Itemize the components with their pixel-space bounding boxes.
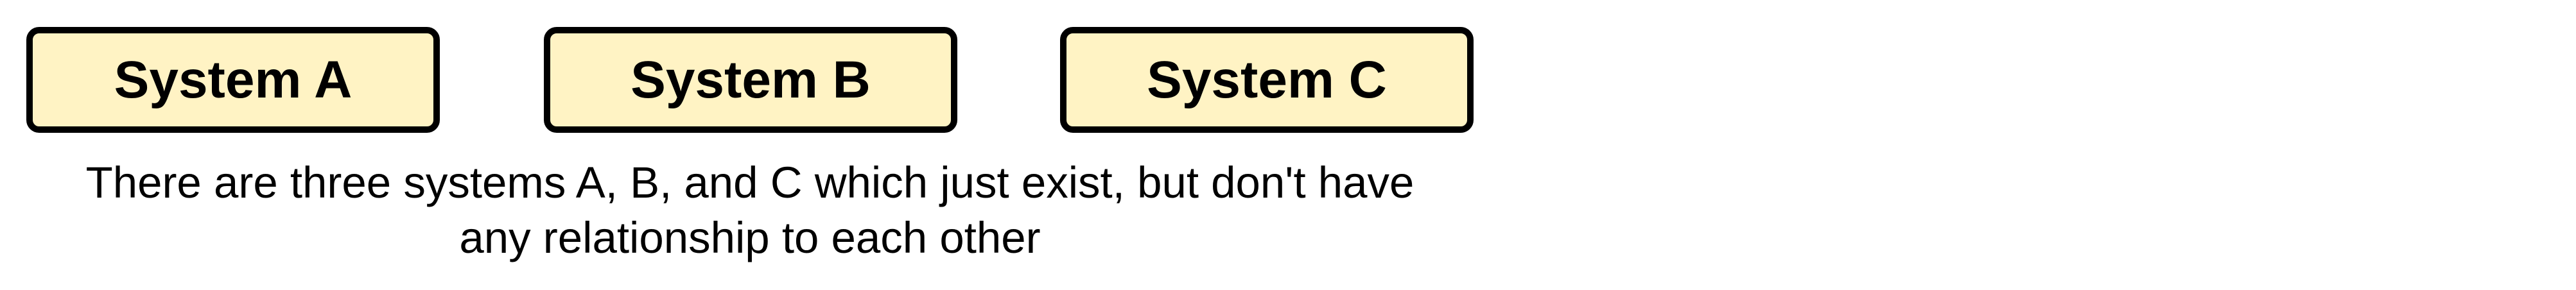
system-c-label: System C [1147,50,1387,109]
system-b-box: System B [544,27,957,133]
caption-line-1: There are three systems A, B, and C whic… [85,158,1414,207]
caption-line-2: any relationship to each other [459,213,1041,262]
diagram-caption: There are three systems A, B, and C whic… [26,155,1474,266]
system-c-box: System C [1060,27,1474,133]
system-a-box: System A [26,27,440,133]
system-a-label: System A [114,50,352,109]
system-b-label: System B [631,50,871,109]
